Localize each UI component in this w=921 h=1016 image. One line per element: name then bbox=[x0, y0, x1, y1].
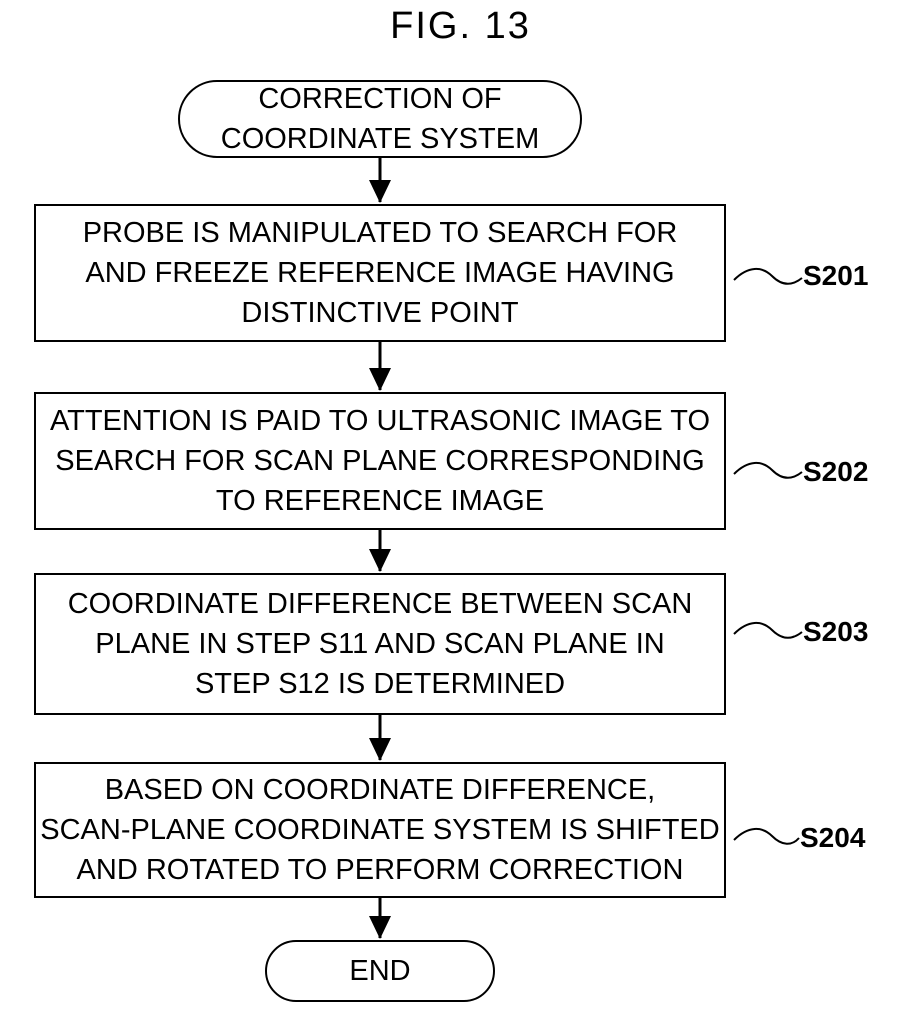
leader-line-s203 bbox=[734, 623, 802, 638]
arrowhead-s201-to-s202 bbox=[369, 368, 391, 391]
leader-line-s204 bbox=[734, 829, 799, 844]
arrowhead-start-to-s201 bbox=[369, 180, 391, 203]
arrowhead-s202-to-s203 bbox=[369, 549, 391, 572]
leader-line-s202 bbox=[734, 463, 802, 478]
leader-line-s201 bbox=[734, 269, 802, 284]
arrowhead-s203-to-s204 bbox=[369, 738, 391, 761]
arrowhead-s204-to-end bbox=[369, 916, 391, 939]
